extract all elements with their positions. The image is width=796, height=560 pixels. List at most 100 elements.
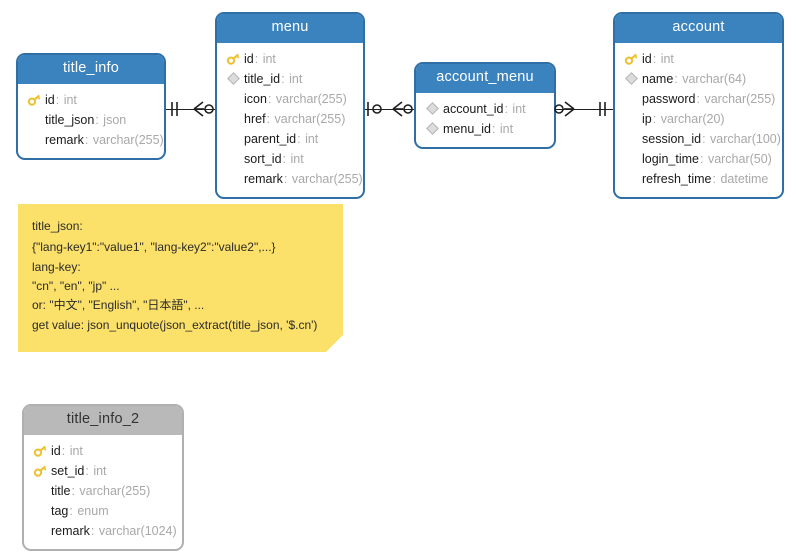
field-row[interactable]: icon: varchar(255) [225,89,355,109]
field-type: varchar(1024) [98,523,177,538]
field-separator: : [90,523,98,538]
key-icon [225,51,242,67]
field-name: session_id [642,131,702,146]
field-row[interactable]: href: varchar(255) [225,109,355,129]
field-icon-none [26,112,43,128]
diamond-icon [225,71,242,87]
field-row[interactable]: remark: varchar(255) [225,169,363,189]
field-type: int [512,101,526,116]
field-row[interactable]: account_id: int [424,99,546,119]
cardinality-zero-or-many [554,101,575,117]
field-row[interactable]: id: int [26,90,156,110]
field-name: remark [45,132,84,147]
field-row[interactable]: name: varchar(64) [623,69,774,89]
field-name: login_time [642,151,699,166]
field-name: account_id [443,101,504,116]
entity-title-account_menu: account_menu [416,64,554,93]
field-row[interactable]: menu_id: int [424,119,546,139]
key-icon [32,443,49,459]
field-name: parent_id [244,131,297,146]
key-icon [623,51,640,67]
field-separator: : [55,92,63,107]
field-name: id [244,51,254,66]
note-line: or: "中文", "English", "日本語", ... [32,298,205,312]
field-name: title [51,483,71,498]
field-type: int [69,443,83,458]
field-row[interactable]: set_id: int [32,461,174,481]
field-icon-none [225,171,242,187]
cardinality-zero-or-many [193,101,214,117]
field-separator: : [699,151,707,166]
field-icon-none [623,171,640,187]
field-separator: : [267,91,275,106]
field-separator: : [85,463,93,478]
field-icon-none [26,132,43,148]
entity-title-title_info: title_info [18,55,164,84]
field-row[interactable]: id: int [225,49,355,69]
field-separator: : [71,483,79,498]
note-line: lang-key: [32,260,81,274]
field-type: varchar(255) [704,91,776,106]
field-row[interactable]: id: int [623,49,774,69]
field-name: name [642,71,674,86]
field-name: remark [244,171,283,186]
field-row[interactable]: tag: enum [32,501,174,521]
entity-title-account: account [615,14,782,43]
field-separator: : [283,171,291,186]
diamond-icon [424,101,441,117]
field-type: datetime [720,171,769,186]
field-type: int [499,121,514,136]
field-separator: : [69,503,77,518]
field-row[interactable]: session_id: varchar(100) [623,129,781,149]
field-type: int [289,71,303,86]
field-icon-none [32,503,49,519]
field-row[interactable]: title_id: int [225,69,355,89]
field-name: icon [244,91,267,106]
note-title-json[interactable]: title_json: {"lang-key1":"value1", "lang-… [18,204,343,352]
key-icon [26,92,43,108]
field-separator: : [297,131,305,146]
field-row[interactable]: sort_id: int [225,149,355,169]
field-row[interactable]: ip: varchar(20) [623,109,774,129]
field-type: json [103,112,127,127]
field-name: title_id [244,71,281,86]
field-icon-none [225,111,242,127]
field-row[interactable]: password: varchar(255) [623,89,776,109]
note-line: "cn", "en", "jp" ... [32,279,120,293]
field-row[interactable]: remark: varchar(255) [26,130,164,150]
field-type: varchar(255) [274,111,346,126]
field-separator: : [95,112,103,127]
note-fold-corner [326,335,343,352]
field-name: href [244,111,266,126]
field-type: int [262,51,276,66]
field-row[interactable]: title: varchar(255) [32,481,174,501]
field-row[interactable]: refresh_time: datetime [623,169,774,189]
diamond-icon [424,121,441,137]
field-name: tag [51,503,69,518]
field-type: varchar(20) [660,111,725,126]
field-separator: : [254,51,262,66]
field-name: menu_id [443,121,491,136]
field-separator: : [266,111,274,126]
note-line: title_json: [32,219,83,233]
field-type: varchar(255) [275,91,347,106]
note-line: {"lang-key1":"value1", "lang-key2":"valu… [32,240,276,254]
field-separator: : [702,131,710,146]
field-row[interactable]: id: int [32,441,174,461]
cardinality-exactly-one [599,102,606,116]
field-row[interactable]: login_time: varchar(50) [623,149,774,169]
cardinality-exactly-one [171,102,178,116]
field-name: remark [51,523,90,538]
field-row[interactable]: parent_id: int [225,129,355,149]
field-row[interactable]: title_json: json [26,110,156,130]
field-icon-none [623,111,640,127]
field-icon-none [225,91,242,107]
field-row[interactable]: remark: varchar(1024) [32,521,177,541]
